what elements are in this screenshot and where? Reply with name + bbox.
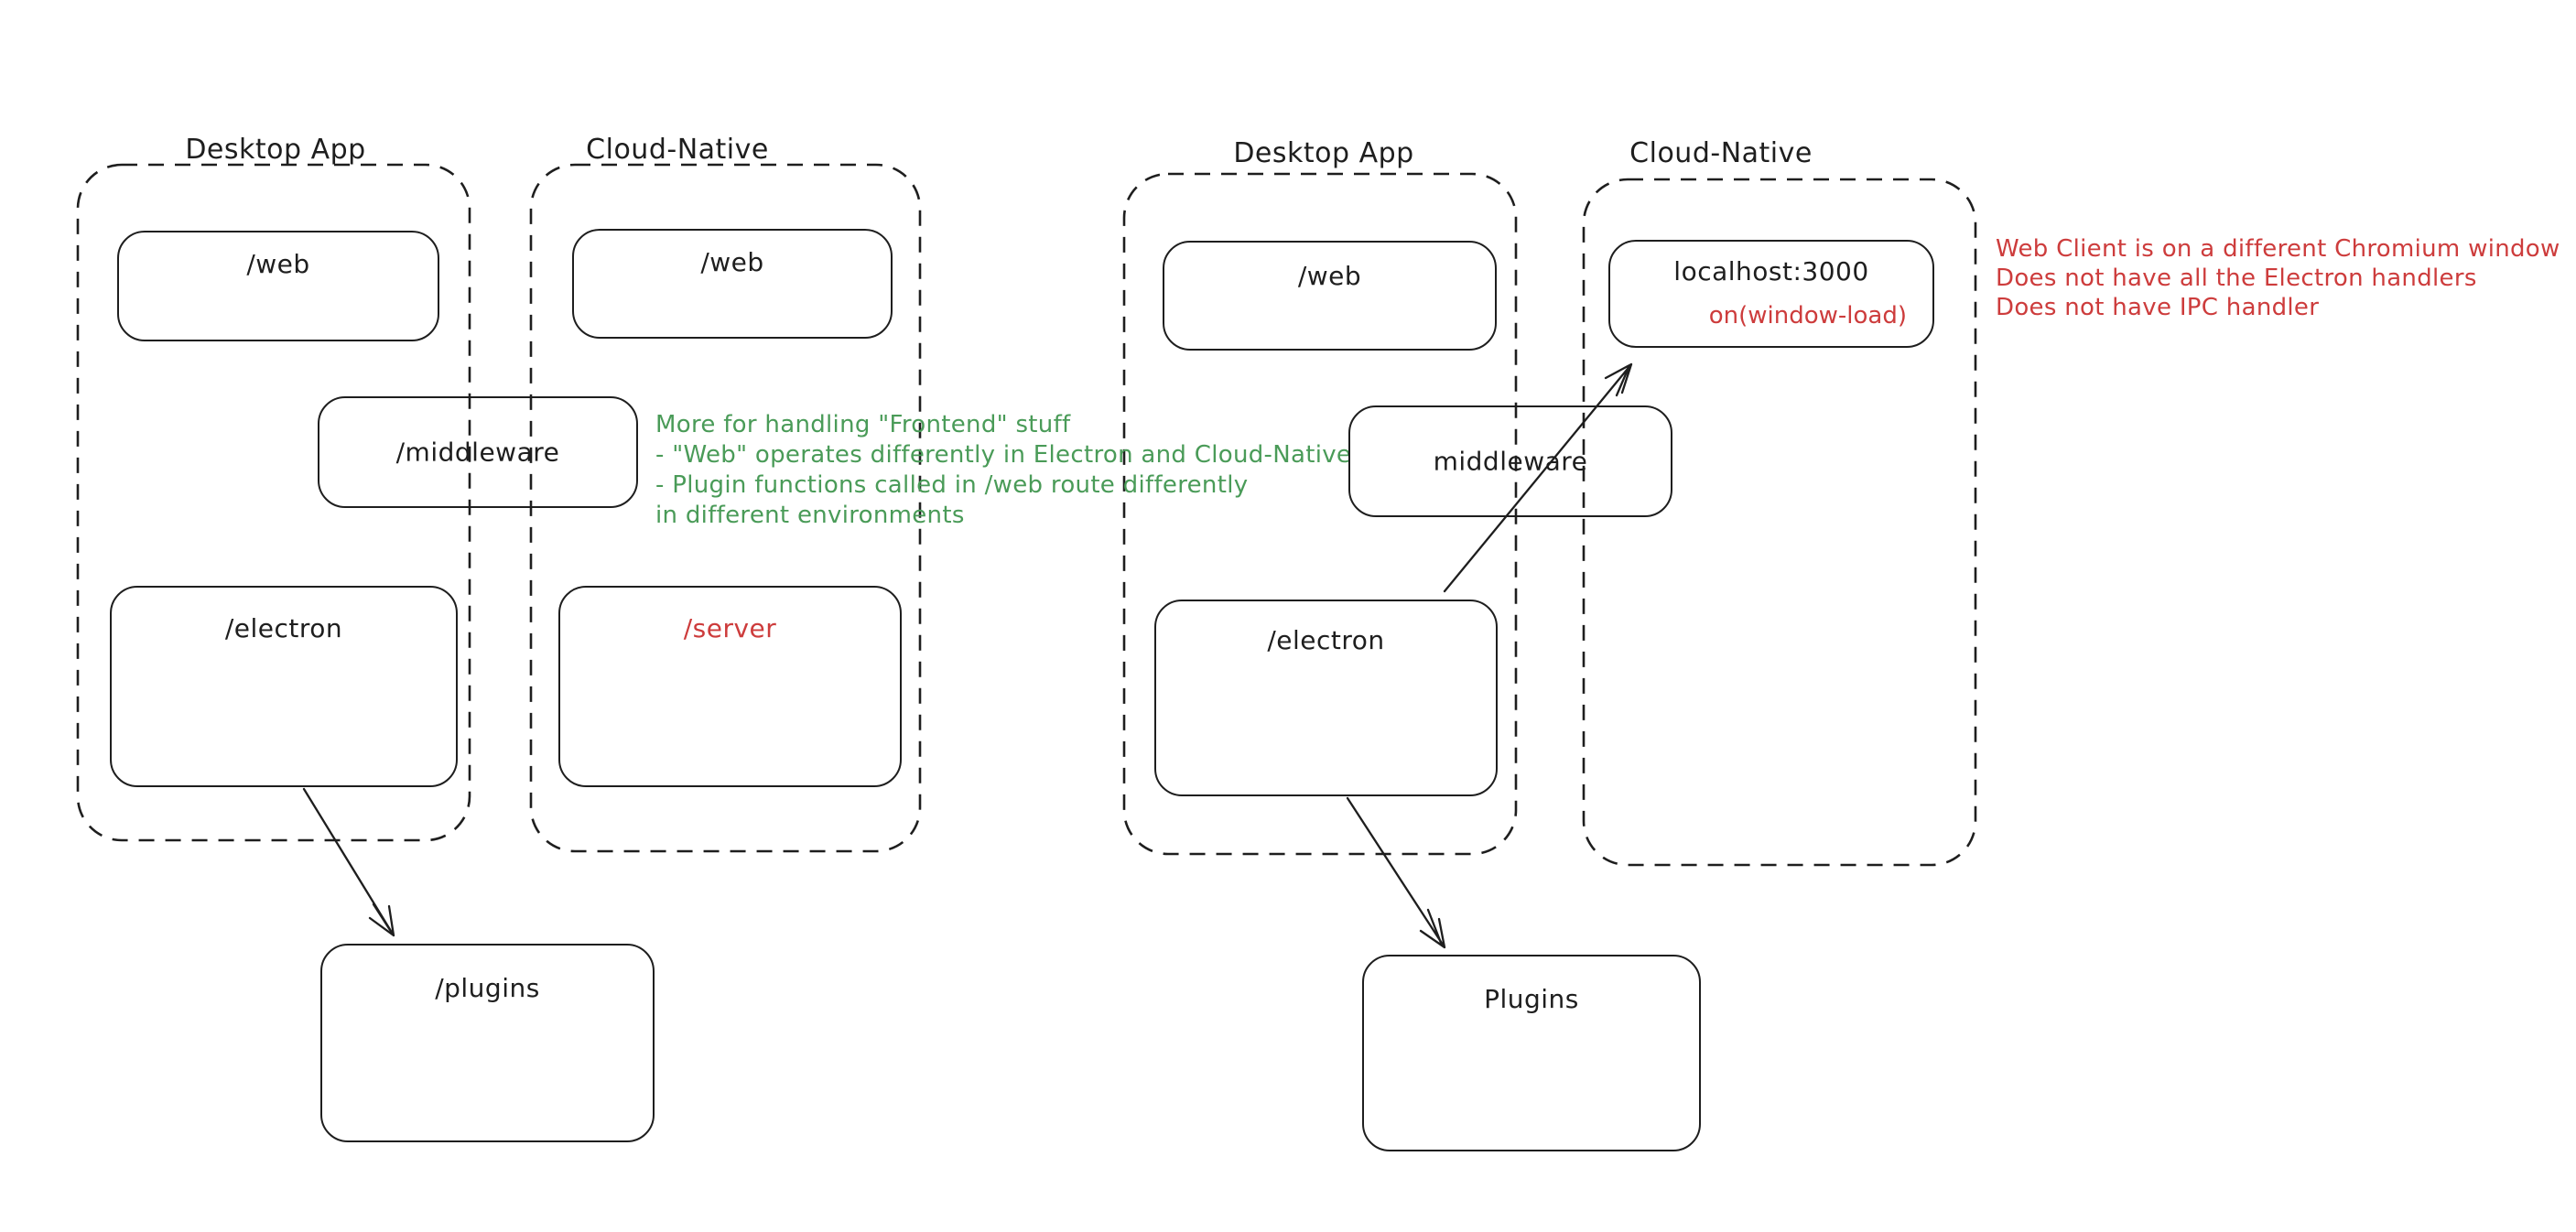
green-annotation: More for handling "Frontend" stuff - "We… <box>655 410 1351 531</box>
right-middleware-box: middleware <box>1348 405 1672 517</box>
left-cloud-container <box>529 163 922 853</box>
left-desktop-container <box>76 163 471 842</box>
left-desktop-app-label: Desktop App <box>185 134 366 166</box>
right-middleware-label: middleware <box>1433 446 1588 477</box>
left-middleware-box: /middleware <box>318 396 638 508</box>
right-electron-label: /electron <box>1267 625 1385 655</box>
left-desktop-web-box: /web <box>117 231 439 341</box>
red-annotation: Web Client is on a different Chromium wi… <box>1996 234 2560 322</box>
arrow-right-electron-to-plugins <box>1346 796 1446 949</box>
red-annotation-line-2: Does not have all the Electron handlers <box>1996 265 2477 292</box>
red-annotation-line-1: Web Client is on a different Chromium wi… <box>1996 235 2560 263</box>
left-cloud-native-label: Cloud-Native <box>586 134 769 166</box>
green-annotation-line-2: - "Web" operates differently in Electron… <box>655 441 1352 469</box>
right-cloud-native-label: Cloud-Native <box>1629 137 1813 169</box>
green-annotation-line-1: More for handling "Frontend" stuff <box>655 411 1071 438</box>
window-load-label: on(window-load) <box>1708 302 1907 330</box>
right-electron-box: /electron <box>1154 600 1498 796</box>
right-desktop-app-label: Desktop App <box>1233 137 1414 169</box>
left-plugins-box: /plugins <box>320 944 655 1142</box>
right-plugins-box: Plugins <box>1362 955 1701 1151</box>
left-middleware-label: /middleware <box>395 437 560 468</box>
left-server-box: /server <box>558 586 902 787</box>
left-desktop-web-label: /web <box>246 249 310 279</box>
left-electron-box: /electron <box>110 586 458 787</box>
green-annotation-line-4: in different environments <box>655 502 965 529</box>
right-desktop-web-box: /web <box>1163 241 1497 351</box>
right-desktop-web-label: /web <box>1297 261 1362 291</box>
arrow-right-electron-to-localhost <box>1443 362 1633 593</box>
left-electron-label: /electron <box>224 613 343 643</box>
left-plugins-label: /plugins <box>435 973 540 1003</box>
localhost-box: localhost:3000 on(window-load) <box>1608 240 1934 348</box>
left-cloud-web-box: /web <box>572 229 893 339</box>
left-cloud-web-label: /web <box>700 247 764 277</box>
arrow-left-electron-to-plugins <box>302 787 395 937</box>
right-plugins-label: Plugins <box>1484 984 1579 1014</box>
right-cloud-container <box>1582 178 1977 867</box>
localhost-label: localhost:3000 <box>1673 256 1869 286</box>
red-annotation-line-3: Does not have IPC handler <box>1996 294 2320 321</box>
right-desktop-container <box>1122 172 1518 856</box>
green-annotation-line-3: - Plugin functions called in /web route … <box>655 471 1249 499</box>
left-server-label: /server <box>683 613 777 643</box>
